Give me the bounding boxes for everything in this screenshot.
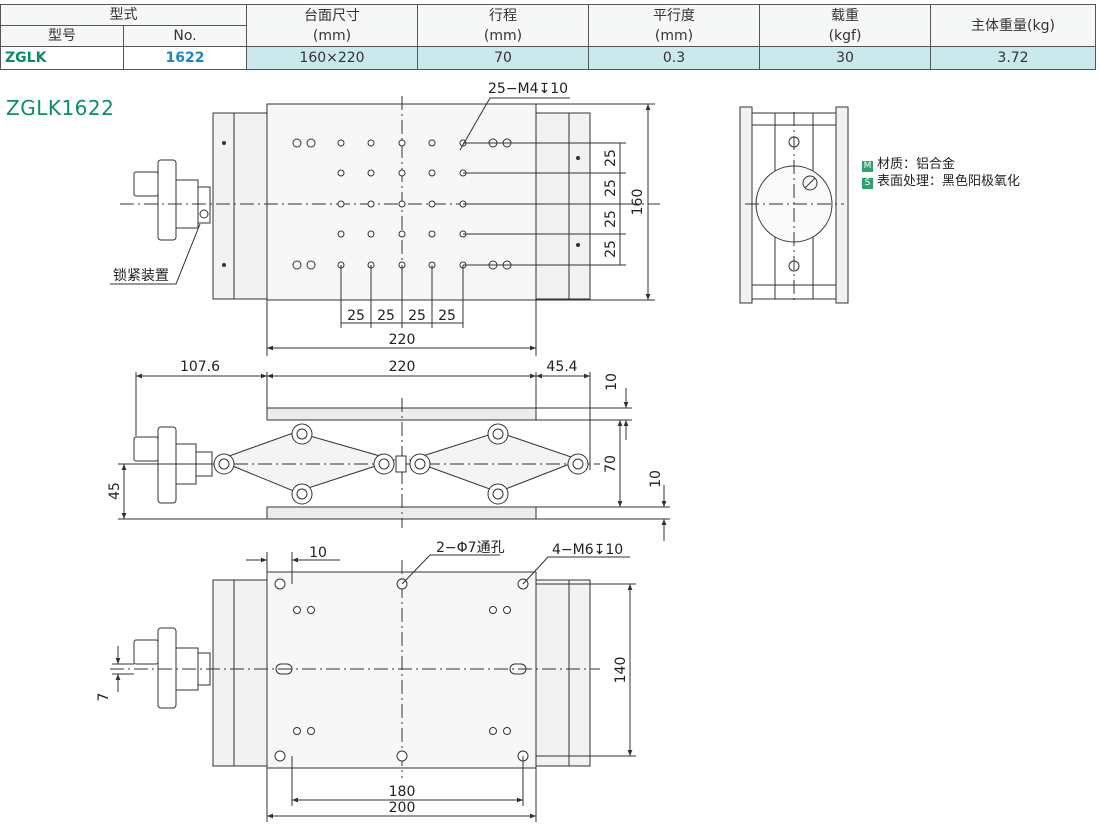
dim-bottom-height: 140 [613,657,629,684]
table-row: ZGLK 1622 160×220 70 0.3 30 3.72 [0,46,1096,70]
top-handle-knob [133,171,159,197]
lock-label: 锁紧装置 [113,268,169,284]
bottom-holes-label: 4−M6↧10 [552,542,623,558]
header-travel-label: 行程 [489,7,517,24]
bottom-view [110,552,636,822]
dim-bottom-edge: 10 [309,545,327,561]
dim-bottom-width: 200 [389,800,416,816]
top-view-text: 25−M4↧10 锁紧装置 25 25 25 25 160 25 25 25 2… [113,81,646,348]
top-lock-screw [199,209,209,219]
header-weight: 主体重量(kg) [930,4,1096,47]
header-parallelism: 平行度 (mm) [588,4,760,47]
dim-top-pitch-h-4: 25 [438,308,456,324]
surface-tag: S [862,178,873,189]
cell-parallelism: 0.3 [588,46,760,70]
dim-top-pitch-h-1: 25 [347,308,365,324]
dim-bottom-inner: 180 [389,784,416,800]
top-left-base [212,112,268,300]
side-view [118,372,670,541]
bottom-holes-leader [522,556,630,585]
dim-top-width: 220 [389,332,416,348]
dim-side-handle-h: 45 [107,482,123,500]
through-holes-leader [401,554,500,585]
top-right-base [535,112,591,300]
top-pitch-h-dims [266,265,537,356]
dim-top-pitch-h-3: 25 [408,308,426,324]
cell-table-size: 160×220 [246,46,418,70]
model-title: ZGLK1622 [6,96,115,120]
header-load-unit: (kgf) [828,27,862,44]
legend-material: M 材质：铝合金 [862,156,1020,173]
dim-side-top-thk: 10 [604,373,620,391]
spec-table: 型式 台面尺寸 (mm) 行程 (mm) 平行度 (mm) 载重 (kgf) 主… [0,4,1096,70]
dim-side-bottom-thk: 10 [648,470,664,488]
surface-text: 表面处理：黑色阳极氧化 [877,174,1021,189]
header-travel: 行程 (mm) [417,4,589,47]
top-view [110,96,660,356]
top-holes-label: 25−M4↧10 [488,81,568,97]
lock-leader [110,223,201,285]
header-load: 载重 (kgf) [759,4,931,47]
group-header: 型式 [0,4,247,26]
header-travel-unit: (mm) [483,27,523,44]
header-parallelism-unit: (mm) [654,27,694,44]
cell-weight: 3.72 [930,46,1096,70]
side-handle-wheel [157,426,177,504]
dim-side-width: 220 [389,359,416,375]
cell-travel: 70 [417,46,589,70]
dim-top-height: 160 [630,189,646,216]
cell-load: 30 [759,46,931,70]
bottom-handle-wheel [157,627,177,709]
header-no: No. [123,25,247,47]
bottom-view-text: 2−Φ7通孔 4−M6↧10 10 140 7 180 200 [96,540,629,816]
dim-top-pitch-v-3: 25 [603,210,619,228]
cell-no: 1622 [123,46,247,70]
cell-model: ZGLK [0,46,124,70]
through-holes-label: 2−Φ7通孔 [436,540,505,556]
dim-side-left: 107.6 [180,359,220,375]
dim-side-right: 45.4 [546,359,577,375]
end-view [739,106,849,304]
scissor-left [216,431,396,493]
dim-bottom-offset: 7 [96,693,112,702]
dim-top-pitch-h-2: 25 [377,308,395,324]
scissor-pivots [213,423,589,505]
header-table-size-label: 台面尺寸 [304,7,360,24]
header-load-label: 载重 [831,7,859,24]
legend-surface: S 表面处理：黑色阳极氧化 [862,173,1020,190]
top-holes-leader [459,97,570,151]
material-text: 材质：铝合金 [877,157,956,172]
dim-top-pitch-v-2: 25 [603,179,619,197]
header-parallelism-label: 平行度 [653,7,695,24]
top-pitch-v-dims [463,103,655,301]
dim-side-travel: 70 [603,455,619,473]
top-handle-wheel [157,159,177,241]
dim-top-pitch-v-4: 25 [603,240,619,258]
legend: M 材质：铝合金 S 表面处理：黑色阳极氧化 [862,156,1020,190]
side-view-text: 107.6 220 45.4 10 70 10 45 [107,359,664,500]
dim-top-pitch-v-1: 25 [603,149,619,167]
header-table-size-unit: (mm) [312,27,352,44]
material-tag: M [862,161,873,172]
